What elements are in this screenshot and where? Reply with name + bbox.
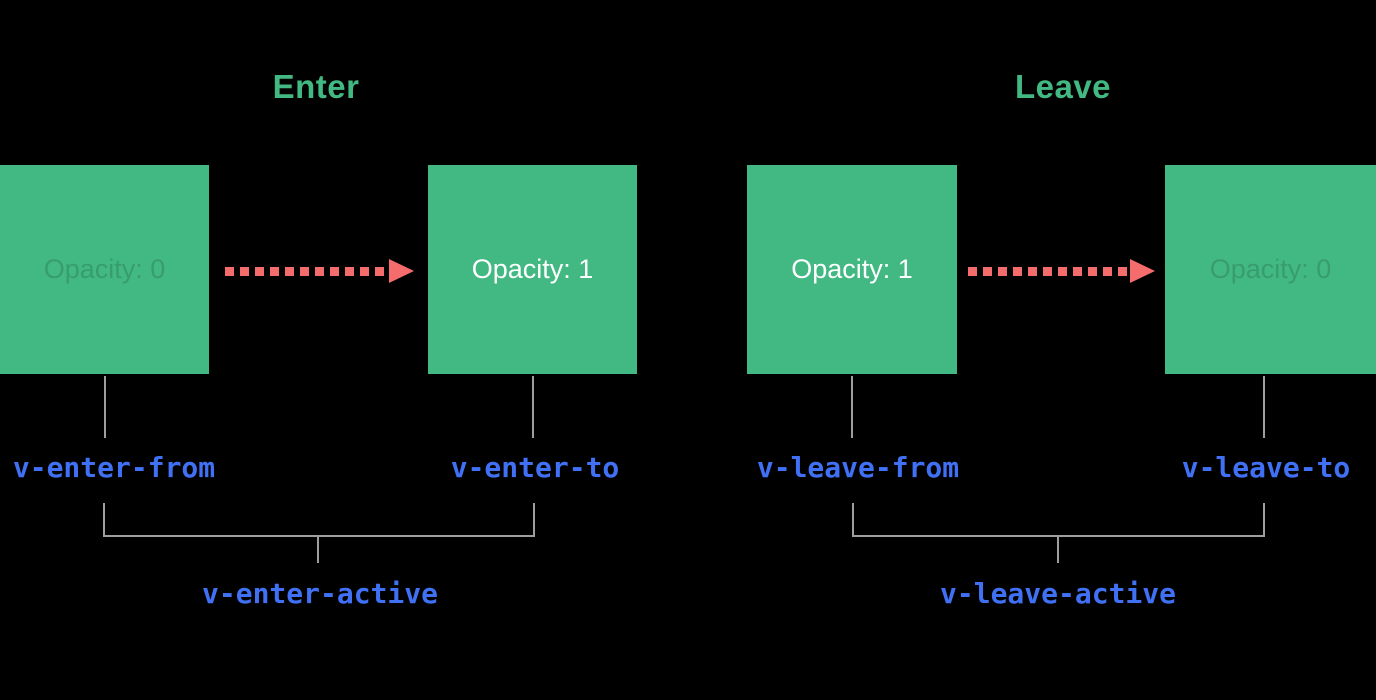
enter-from-class-label: v-enter-from	[12, 451, 216, 484]
leave-to-class-label: v-leave-to	[1181, 451, 1351, 484]
enter-from-box-label: Opacity: 0	[43, 254, 166, 284]
enter-section-title: Enter	[272, 68, 360, 105]
enter-dashed-arrow-icon	[225, 267, 388, 276]
leave-active-bracket-stem	[1057, 536, 1059, 563]
enter-to-connector-line	[532, 376, 534, 438]
leave-active-bracket	[852, 503, 1265, 537]
enter-to-class-label: v-enter-to	[450, 451, 620, 484]
leave-active-class-label: v-leave-active	[939, 577, 1177, 610]
enter-active-bracket-stem	[317, 536, 319, 563]
enter-to-box: Opacity: 1	[428, 165, 637, 374]
enter-arrowhead-icon	[389, 259, 414, 283]
leave-from-box-label: Opacity: 1	[791, 254, 913, 284]
leave-from-class-label: v-leave-from	[756, 451, 960, 484]
enter-to-box-label: Opacity: 1	[471, 254, 594, 284]
leave-to-connector-line	[1263, 376, 1265, 438]
leave-section-title: Leave	[1014, 68, 1112, 105]
enter-from-box: Opacity: 0	[0, 165, 209, 374]
leave-to-box: Opacity: 0	[1165, 165, 1376, 374]
enter-active-class-label: v-enter-active	[201, 577, 439, 610]
enter-active-bracket	[103, 503, 535, 537]
leave-from-connector-line	[851, 376, 853, 438]
enter-from-connector-line	[104, 376, 106, 438]
leave-dashed-arrow-icon	[968, 267, 1129, 276]
leave-from-box: Opacity: 1	[747, 165, 957, 374]
leave-to-box-label: Opacity: 0	[1209, 254, 1332, 284]
leave-arrowhead-icon	[1130, 259, 1155, 283]
